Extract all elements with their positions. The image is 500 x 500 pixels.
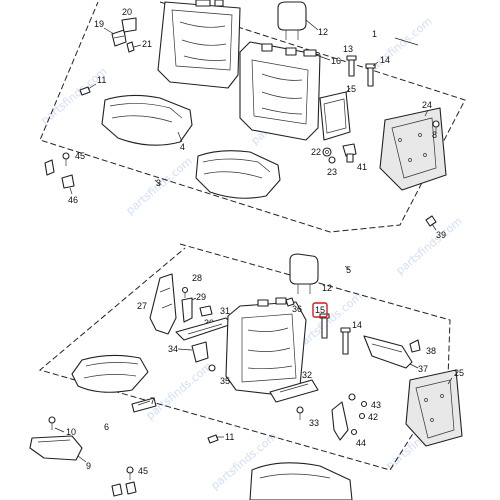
bracket-34-part	[191, 341, 209, 363]
callout-42: 42	[368, 412, 378, 422]
callout-24: 24	[422, 100, 432, 110]
nut-23-part	[328, 156, 336, 164]
callout-38: 38	[426, 346, 436, 356]
callout-45: 45	[75, 151, 85, 161]
headrest-part-12	[277, 1, 307, 40]
highlight-box	[312, 302, 328, 318]
back-panel-part-15	[319, 91, 351, 141]
bolt-22-part	[322, 147, 332, 157]
headrest-guide-15-highlighted: 15	[312, 302, 330, 339]
callout-14-lower: 14	[352, 320, 362, 330]
bracket-41-part	[342, 143, 357, 163]
headrest-part-12-lower	[289, 253, 319, 294]
clip-28-part	[181, 286, 189, 298]
callout-16: 16	[331, 56, 341, 66]
callout-43: 43	[371, 400, 381, 410]
callout-1: 1	[372, 29, 377, 39]
callout-46: 46	[68, 195, 78, 205]
callout-11: 11	[97, 75, 106, 85]
clip-35-part	[208, 364, 216, 372]
watermark-text: partsfinds.com	[144, 360, 215, 423]
callout-34: 34	[168, 344, 178, 354]
callout-19: 19	[94, 19, 104, 29]
callout-12-lower: 12	[322, 283, 332, 293]
bolt-42-part	[358, 412, 366, 420]
callout-14: 14	[380, 55, 390, 65]
group1-frame	[39, 1, 466, 233]
seat-cushion-part-6	[71, 354, 149, 393]
upper-seat-assembly: 1 12 16	[39, 0, 466, 240]
callout-35: 35	[220, 376, 230, 386]
clip-38-part	[409, 339, 421, 353]
seatback-cushion-part	[239, 41, 321, 141]
bolt-44-part	[350, 428, 358, 436]
callout-3: 3	[156, 178, 161, 188]
callout-5: 5	[346, 265, 351, 275]
callout-12: 12	[318, 27, 328, 37]
callout-21: 21	[142, 39, 152, 49]
callout-22: 22	[311, 147, 321, 157]
callout-11-lower: 11	[225, 432, 234, 442]
callout-45-lower: 45	[138, 466, 148, 476]
side-panel-part-27	[149, 273, 177, 335]
clip-10-part	[48, 416, 56, 430]
headrest-guide-13	[346, 55, 357, 77]
clip-11-part	[79, 86, 91, 96]
bracket-46-part	[61, 174, 75, 189]
fastener-8-part	[432, 120, 440, 134]
callout-44: 44	[356, 438, 366, 448]
callout-7: 7	[150, 396, 155, 406]
headrest-guide-14	[365, 63, 376, 87]
callout-31: 31	[220, 306, 230, 316]
clip-30-part	[199, 305, 213, 317]
callout-33: 33	[309, 418, 319, 428]
callout-28: 28	[192, 273, 202, 283]
clip-39-part	[425, 215, 437, 227]
bracket-19-part	[111, 29, 127, 47]
hinge-part-7b	[331, 393, 356, 441]
bracket-29-part	[181, 297, 193, 323]
callout-23: 23	[327, 167, 337, 177]
latch-7-part	[131, 397, 157, 413]
bolt-43-part	[360, 400, 368, 408]
callout-32: 32	[302, 370, 312, 380]
callout-15: 15	[346, 84, 356, 94]
bracket-20-part	[121, 17, 137, 33]
callout-8: 8	[432, 130, 437, 140]
callout-4: 4	[180, 142, 185, 152]
callout-13: 13	[343, 44, 353, 54]
back-board-part-24	[379, 107, 447, 191]
callout-25: 25	[454, 368, 464, 378]
trim-37-part	[363, 335, 413, 369]
bracket-32-part	[269, 379, 319, 403]
callout-10: 10	[66, 427, 76, 437]
callout-41: 41	[357, 162, 367, 172]
clip-45-lower-part	[111, 466, 137, 497]
callout-39: 39	[436, 230, 446, 240]
bolt-33-part	[296, 406, 304, 420]
callout-15-highlighted: 15	[315, 305, 325, 315]
cover-part-9	[29, 435, 83, 461]
clip-45-part	[44, 152, 70, 176]
back-board-part-25	[405, 369, 463, 447]
callout-37: 37	[418, 364, 428, 374]
callout-36: 36	[292, 304, 302, 314]
seat-cushion-bottom-part	[249, 462, 353, 500]
clip-36-part	[285, 297, 295, 307]
callout-9: 9	[86, 461, 91, 471]
seatback-frame-part	[157, 0, 241, 89]
clip-16-part	[303, 49, 317, 57]
seat-cushion-part-4	[101, 94, 281, 199]
callout-29: 29	[196, 292, 206, 302]
screw-21-part	[126, 41, 135, 53]
headrest-guide-14-lower	[340, 327, 351, 355]
clip-11-lower-part	[207, 434, 219, 444]
callout-6: 6	[104, 422, 109, 432]
callout-20: 20	[122, 7, 132, 17]
lower-seat-assembly: 5 12 28 29 27 30	[29, 243, 464, 500]
callout-27: 27	[137, 301, 147, 311]
